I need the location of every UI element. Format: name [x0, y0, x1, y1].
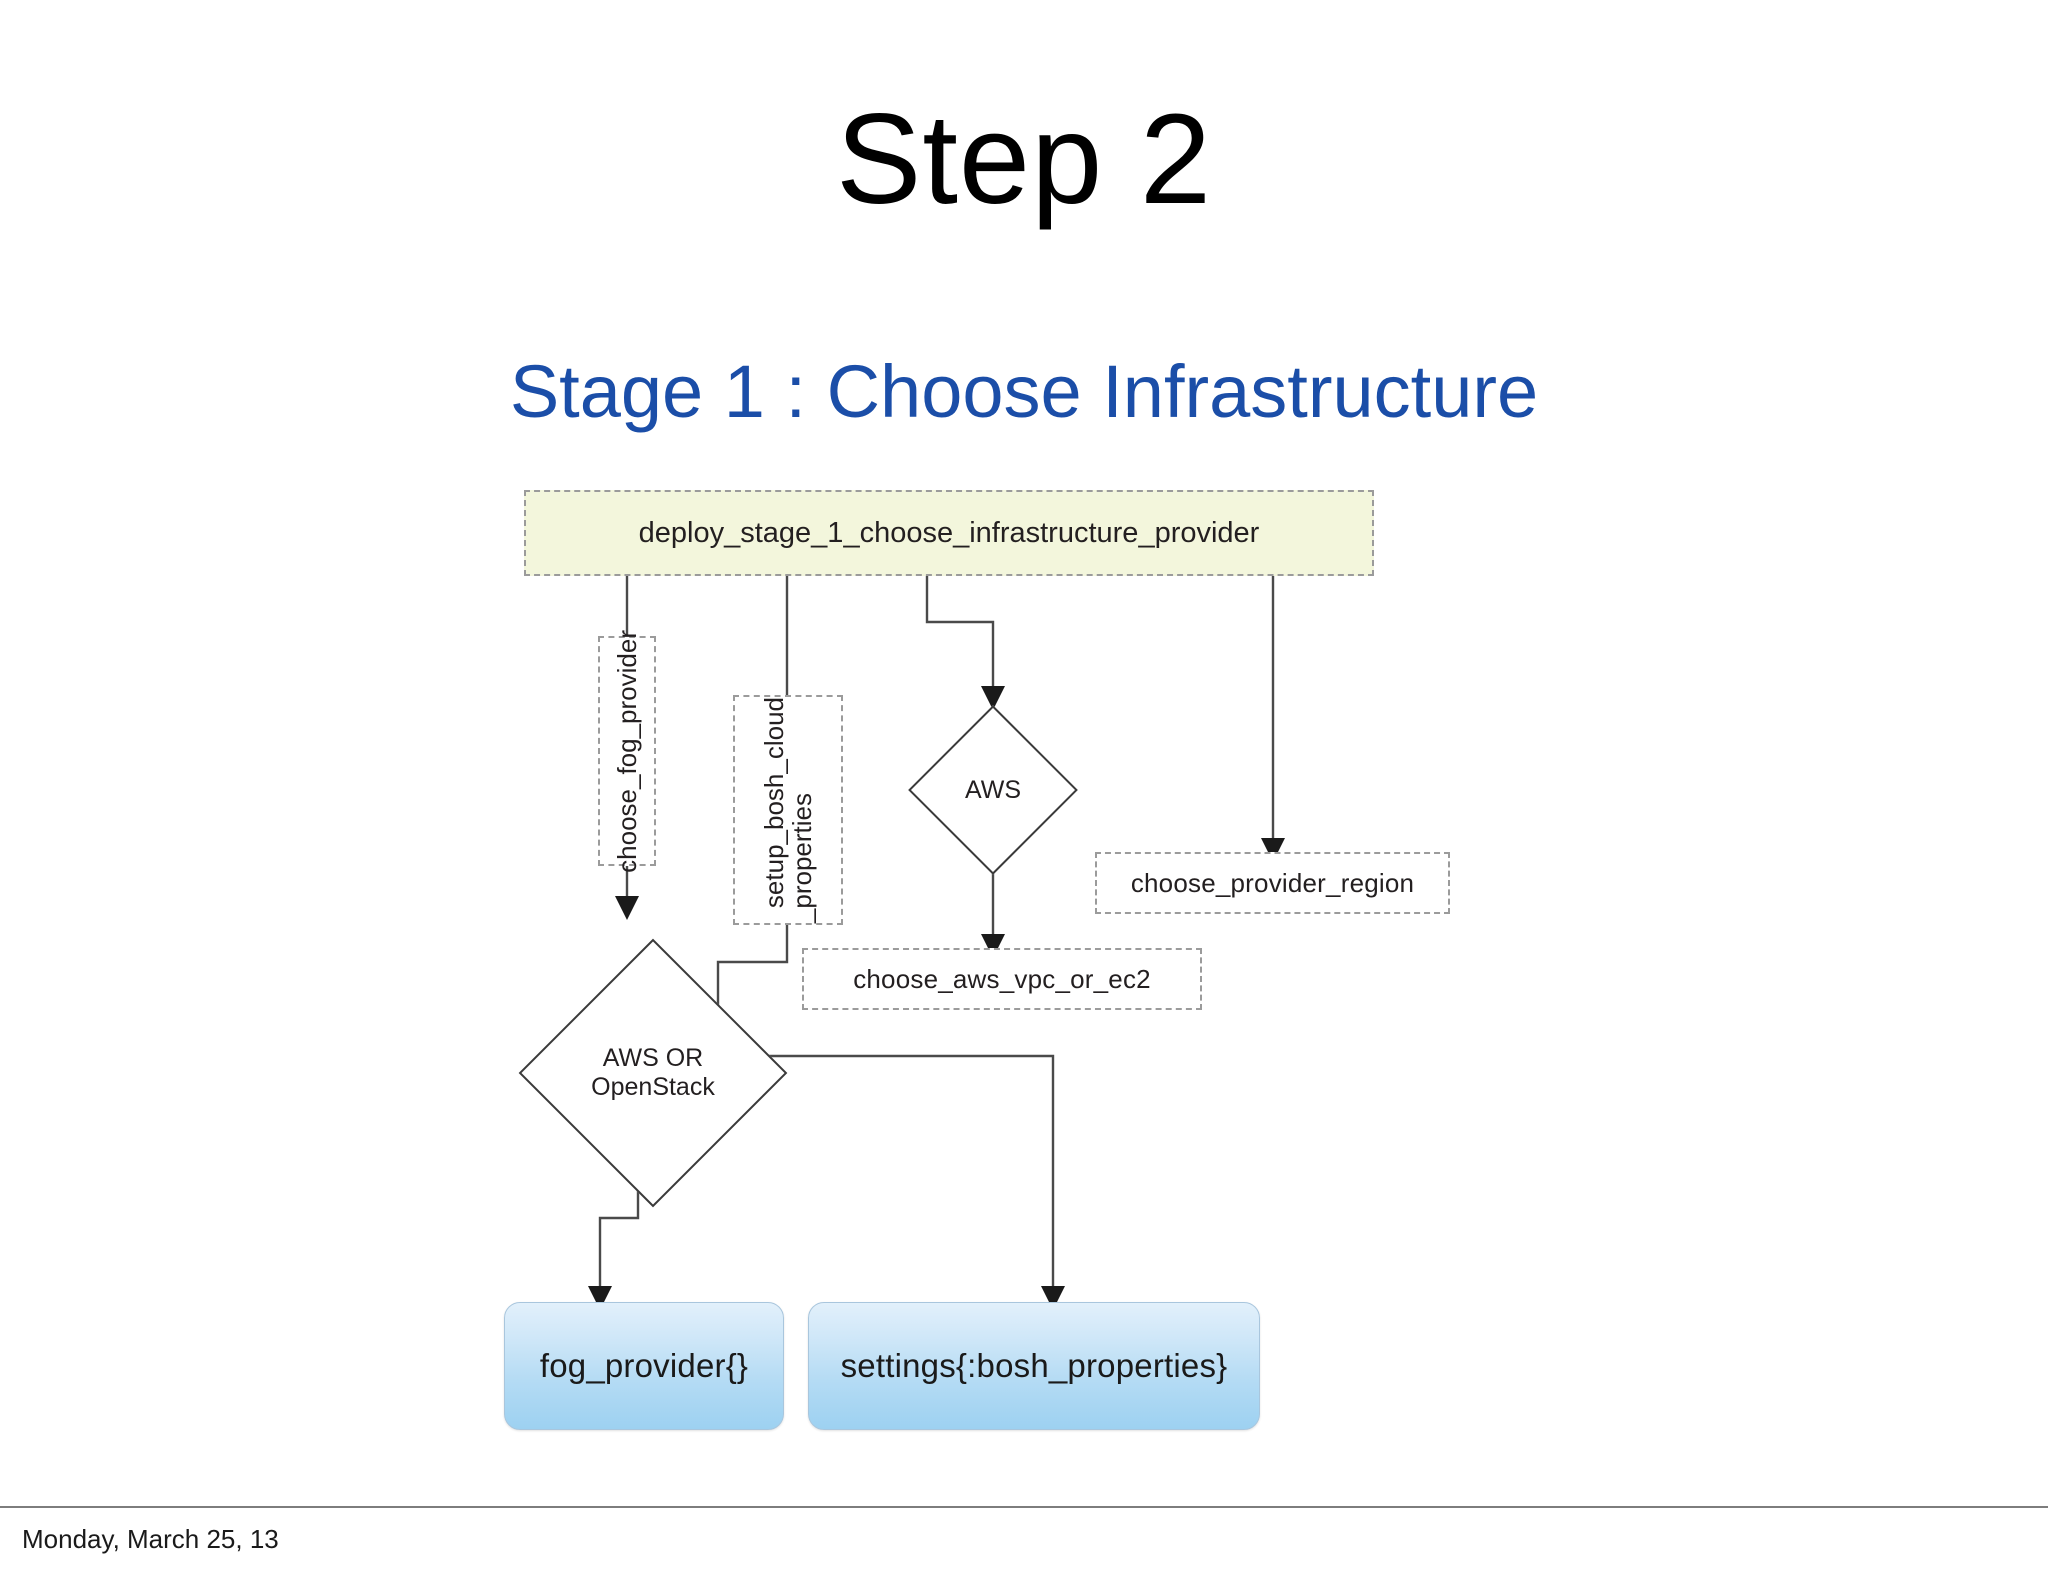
node-label: choose_aws_vpc_or_ec2	[853, 963, 1151, 994]
node-label-line-2: _properties	[787, 792, 817, 923]
footer-divider	[0, 1506, 2048, 1508]
edge-root-to-aws-decision	[925, 576, 1005, 710]
node-aws-decision[interactable]: AWS	[908, 705, 1078, 875]
node-label: AWS OR OpenStack	[591, 1044, 715, 1101]
node-label-line-1: setup_bosh_cloud	[759, 697, 789, 909]
node-choose-aws-vpc-or-ec2[interactable]: choose_aws_vpc_or_ec2	[802, 948, 1202, 1010]
node-label: choose_provider_region	[1130, 867, 1415, 898]
node-choose-fog-provider[interactable]: choose_fog_provider	[598, 630, 656, 872]
flowchart: deploy_stage_1_choose_infrastructure_pro…	[490, 490, 1570, 1520]
node-fog-provider[interactable]: fog_provider{}	[504, 1302, 784, 1430]
node-deploy-stage-1-choose-infrastructure-provider[interactable]: deploy_stage_1_choose_infrastructure_pro…	[524, 490, 1374, 576]
node-settings-bosh-properties[interactable]: settings{:bosh_properties}	[808, 1302, 1260, 1430]
node-choose-provider-region[interactable]: choose_provider_region	[1095, 852, 1450, 914]
node-aws-or-openstack-decision[interactable]: AWS OR OpenStack	[518, 938, 788, 1208]
page-subtitle: Stage 1 : Choose Infrastructure	[509, 350, 1539, 433]
node-label: AWS	[964, 775, 1022, 804]
footer-date: Monday, March 25, 13	[22, 1524, 279, 1554]
edge-aws-or-openstack-to-settings	[718, 1054, 1065, 1310]
node-label: settings{:bosh_properties}	[840, 1347, 1228, 1384]
node-label: deploy_stage_1_choose_infrastructure_pro…	[638, 516, 1260, 549]
node-label: fog_provider{}	[539, 1347, 749, 1384]
page-title: Step 2	[835, 88, 1213, 231]
node-setup-bosh-cloud-properties[interactable]: setup_bosh_cloud _properties	[733, 695, 843, 925]
node-label: choose_fog_provider	[612, 629, 642, 873]
